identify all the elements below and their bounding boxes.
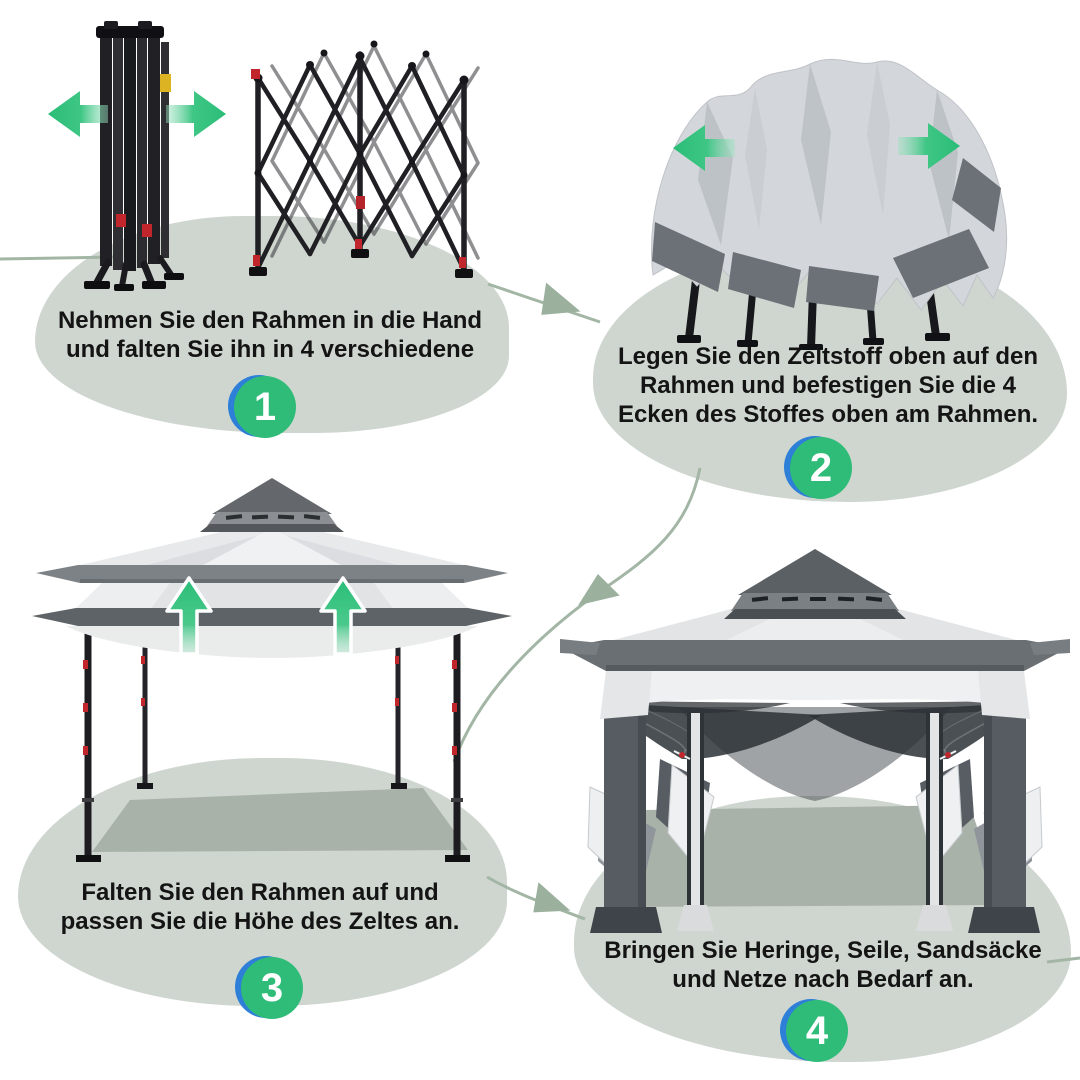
step2-caption: Legen Sie den Zeltstoff oben auf den Rah… xyxy=(598,342,1058,429)
step1-number-badge: 1 xyxy=(234,376,296,438)
draped-fabric xyxy=(651,58,1008,311)
expand-left-arrow-icon xyxy=(48,91,108,137)
step4-number-badge: 4 xyxy=(786,1000,848,1062)
ground-shadow xyxy=(92,788,468,852)
flow-arrowhead-2-icon xyxy=(578,573,620,606)
step4-illustration xyxy=(560,549,1070,934)
mesh-curtain-assembly xyxy=(587,695,822,933)
connector-step3-to-step4 xyxy=(486,875,586,921)
caption-line: und falten Sie ihn in 4 verschiedene xyxy=(65,336,475,363)
caption-line: Legen Sie den Zeltstoff oben auf den xyxy=(617,343,1039,370)
expand-right-arrow-icon xyxy=(898,123,960,169)
raise-up-arrow-icon xyxy=(319,576,367,656)
step4-caption: Bringen Sie Heringe, Seile, Sandsäcke un… xyxy=(576,936,1070,994)
flow-arrowhead-1-icon xyxy=(541,282,581,315)
caption-line: Nehmen Sie den Rahmen in die Hand xyxy=(57,307,483,334)
step2-illustration xyxy=(651,58,1008,350)
step1-caption: Nehmen Sie den Rahmen in die Hand und fa… xyxy=(38,306,502,364)
caption-line: Bringen Sie Heringe, Seile, Sandsäcke xyxy=(604,937,1042,964)
folded-frame xyxy=(84,21,184,291)
flow-arrowhead-3-icon xyxy=(533,882,571,913)
ground-shadow xyxy=(612,805,1002,907)
step3-number-badge: 3 xyxy=(241,957,303,1019)
caption-line: passen Sie die Höhe des Zeltes an. xyxy=(60,908,460,935)
caption-line: und Netze nach Bedarf an. xyxy=(672,966,974,993)
caption-line: Rahmen und befestigen Sie die 4 xyxy=(639,372,1017,399)
connector-entry-line xyxy=(0,255,119,261)
connector-exit-line xyxy=(1046,956,1080,964)
step3-illustration xyxy=(32,478,512,862)
step2-number-badge: 2 xyxy=(790,437,852,499)
step3-caption: Falten Sie den Rahmen auf und passen Sie… xyxy=(28,878,492,936)
step1-illustration xyxy=(48,21,480,291)
scissor-frame xyxy=(249,40,480,278)
caption-line: Ecken des Stoffes oben am Rahmen. xyxy=(617,401,1039,428)
gazebo-roof xyxy=(560,549,1070,719)
double-tier-roof xyxy=(32,478,512,658)
caption-line: Falten Sie den Rahmen auf und xyxy=(81,879,439,906)
expand-right-arrow-icon xyxy=(166,91,226,137)
expand-left-arrow-icon xyxy=(673,125,735,171)
raise-up-arrow-icon xyxy=(165,576,213,656)
